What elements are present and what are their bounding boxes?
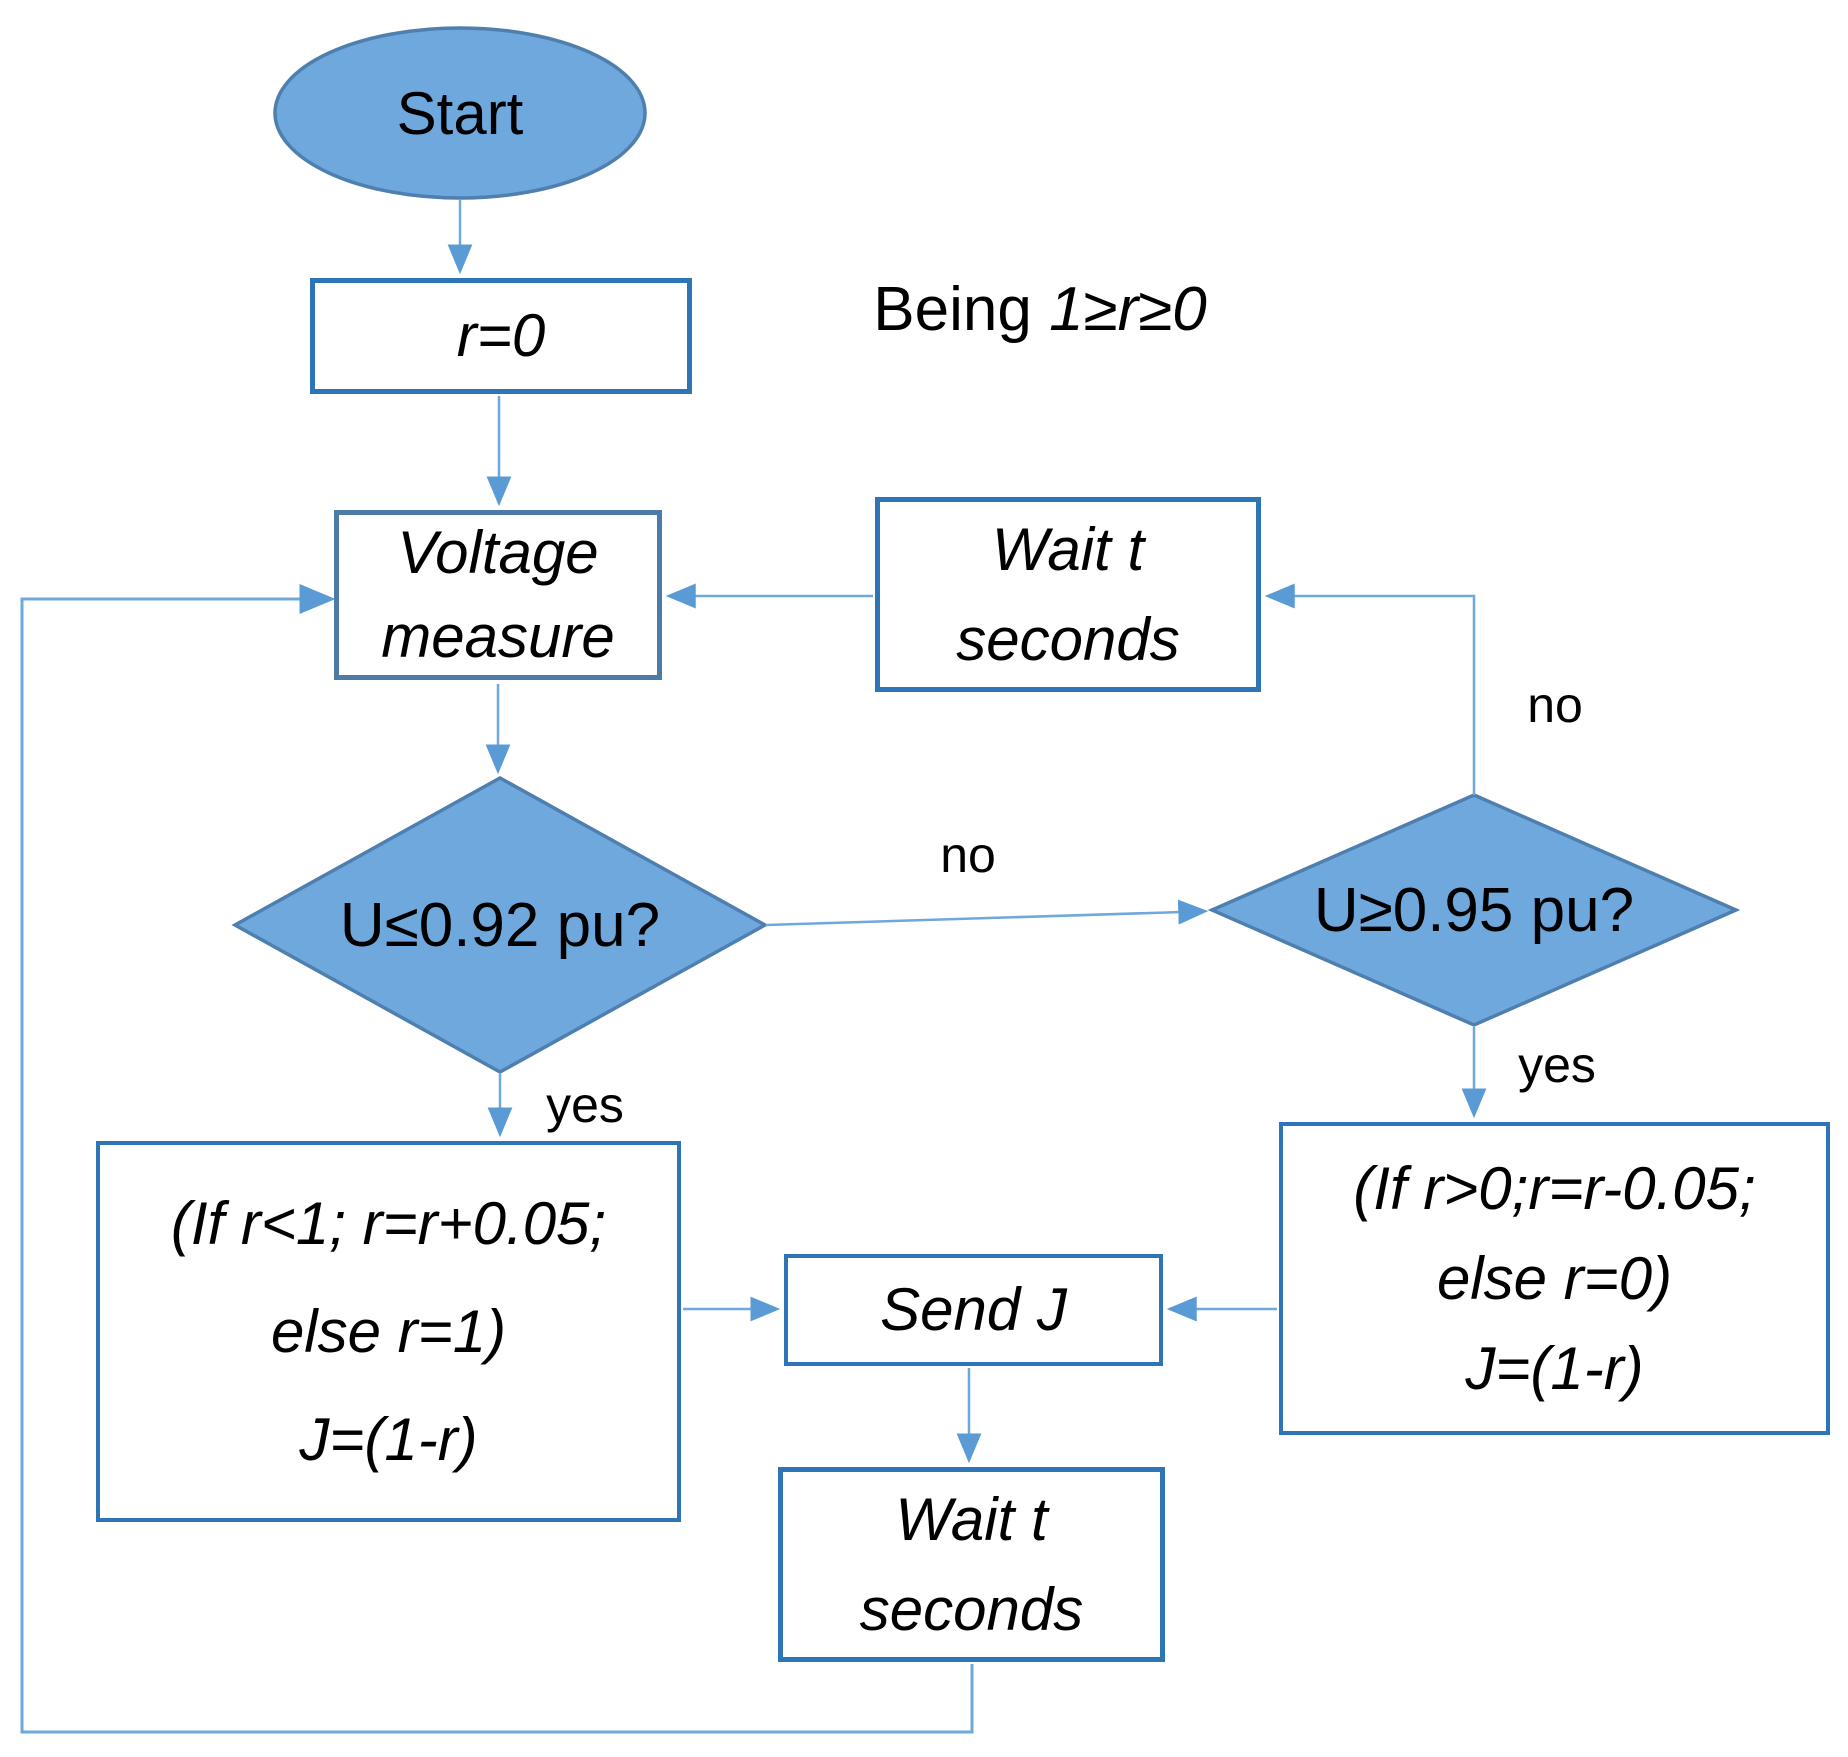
- action-decrease-box: (If r>0;r=r-0.05; else r=0) J=(1-r): [1279, 1122, 1830, 1435]
- decision-low-no-label: no: [940, 827, 996, 883]
- init-box: r=0: [310, 278, 692, 394]
- wait-bottom-box: Wait t seconds: [778, 1467, 1165, 1662]
- action-decrease-label: (If r>0;r=r-0.05; else r=0) J=(1-r): [1353, 1154, 1756, 1402]
- action-increase-label: (If r<1; r=r+0.05; else r=1) J=(1-r): [170, 1189, 607, 1473]
- wait-bottom-label: Wait t seconds: [859, 1485, 1084, 1643]
- wait-top-label: Wait t seconds: [956, 515, 1180, 673]
- voltage-measure-label: Voltage measure: [381, 519, 615, 670]
- decision-low-yes-label: yes: [546, 1077, 624, 1133]
- send-j-box: Send J: [784, 1254, 1163, 1366]
- decision-high-yes-label: yes: [1518, 1037, 1596, 1093]
- decision-low-diamond: [231, 775, 769, 1075]
- edge-decision-low-no-arrow: [765, 899, 1209, 927]
- init-label: r=0: [456, 302, 546, 369]
- voltage-measure-box: Voltage measure: [334, 510, 662, 680]
- send-j-label: Send J: [880, 1276, 1067, 1343]
- start-terminator-shape: [273, 26, 647, 200]
- edge-decision-high-no-arrow: [1264, 583, 1476, 795]
- decision-high-diamond: [1207, 793, 1741, 1027]
- wait-top-box: Wait t seconds: [875, 497, 1261, 692]
- decision-high-no-label: no: [1527, 677, 1583, 733]
- action-increase-box: (If r<1; r=r+0.05; else r=1) J=(1-r): [96, 1141, 681, 1522]
- edge-return-loop: [20, 584, 974, 1734]
